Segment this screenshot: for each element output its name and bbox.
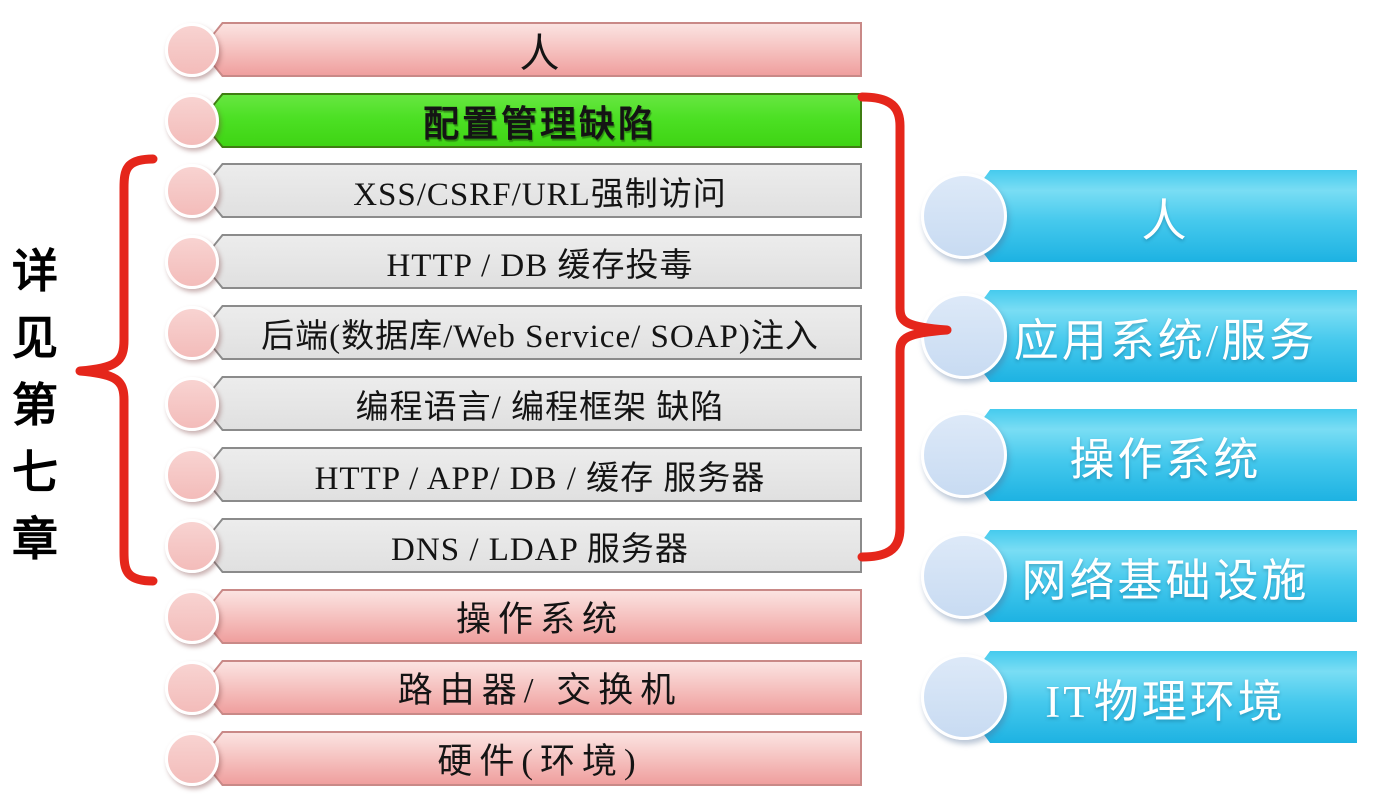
pink-circle-bullet — [165, 661, 219, 715]
pink-circle-bullet — [165, 94, 219, 148]
right-bar-application-service: 应用系统/服务 — [921, 290, 1357, 382]
bar-label: XSS/CSRF/URL强制访问 — [353, 176, 727, 213]
bar-label: DNS / LDAP 服务器 — [391, 531, 689, 568]
left-bar-dns-ldap-server: DNS / LDAP 服务器 — [165, 518, 862, 573]
left-bar-config-mgmt-defect: 配置管理缺陷 — [165, 93, 862, 148]
side-note-char: 第 — [12, 380, 58, 431]
pink-circle-bullet — [165, 23, 219, 77]
pink-circle-bullet — [165, 732, 219, 786]
side-note-see-chapter-7: 详 见 第 七 章 — [6, 238, 64, 573]
right-bar-it-physical-environment: IT物理环境 — [921, 651, 1357, 743]
blue-circle-bullet — [921, 533, 1007, 619]
bar-label: HTTP / APP/ DB / 缓存 服务器 — [314, 460, 766, 497]
bar-label: 路由器/ 交换机 — [397, 671, 683, 710]
blue-circle-bullet — [921, 173, 1007, 259]
bar-label: 硬件(环境) — [437, 742, 643, 781]
bar-label: 操作系统 — [455, 600, 624, 639]
pink-circle-bullet — [165, 164, 219, 218]
right-bar-operating-system: 操作系统 — [921, 409, 1357, 501]
bar-label: 操作系统 — [1069, 434, 1262, 485]
bar-label: IT物理环境 — [1045, 676, 1286, 727]
bar-label: 配置管理缺陷 — [422, 103, 657, 144]
left-bar-backend-injection: 后端(数据库/Web Service/ SOAP)注入 — [165, 305, 862, 360]
pink-circle-bullet — [165, 590, 219, 644]
bar-label: 应用系统/服务 — [1013, 315, 1318, 366]
left-bar-language-framework-defect: 编程语言/ 编程框架 缺陷 — [165, 376, 862, 431]
side-note-char: 章 — [12, 514, 58, 565]
bar-label: 人 — [1141, 195, 1190, 246]
bar-label: 网络基础设施 — [1021, 555, 1310, 606]
left-curly-brace — [75, 154, 158, 586]
left-bar-hardware-environment: 硬件(环境) — [165, 731, 862, 786]
left-bar-xss-csrf-url: XSS/CSRF/URL强制访问 — [165, 163, 862, 218]
side-note-char: 七 — [12, 447, 58, 498]
bar-label: 人 — [519, 30, 561, 76]
blue-circle-bullet — [921, 412, 1007, 498]
pink-circle-bullet — [165, 448, 219, 502]
pink-circle-bullet — [165, 519, 219, 573]
left-bar-http-app-db-cache-server: HTTP / APP/ DB / 缓存 服务器 — [165, 447, 862, 502]
bar-label: HTTP / DB 缓存投毒 — [386, 247, 694, 284]
blue-circle-bullet — [921, 654, 1007, 740]
left-bar-person: 人 — [165, 22, 862, 77]
side-note-char: 见 — [12, 313, 58, 364]
left-bar-http-db-cache-poison: HTTP / DB 缓存投毒 — [165, 234, 862, 289]
left-bar-operating-system: 操作系统 — [165, 589, 862, 644]
right-bar-network-infrastructure: 网络基础设施 — [921, 530, 1357, 622]
right-bar-person: 人 — [921, 170, 1357, 262]
blue-circle-bullet — [921, 293, 1007, 379]
bar-label: 后端(数据库/Web Service/ SOAP)注入 — [261, 318, 819, 355]
pink-circle-bullet — [165, 377, 219, 431]
bar-label: 编程语言/ 编程框架 缺陷 — [355, 389, 725, 426]
pink-circle-bullet — [165, 235, 219, 289]
pink-circle-bullet — [165, 306, 219, 360]
left-bar-router-switch: 路由器/ 交换机 — [165, 660, 862, 715]
side-note-char: 详 — [12, 246, 58, 297]
